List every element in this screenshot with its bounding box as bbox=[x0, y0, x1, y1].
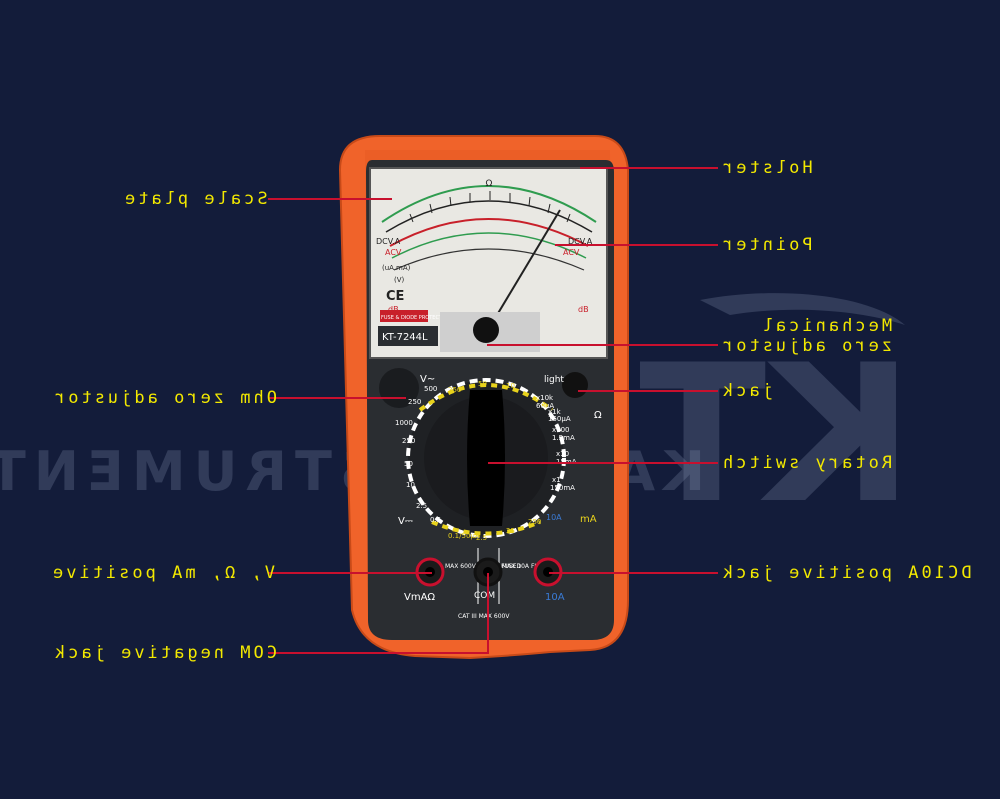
dial-top-range-1: 50 bbox=[478, 380, 487, 388]
callout-rotary-switch: Rotary switch bbox=[720, 453, 893, 473]
acv-label-right: ACV bbox=[563, 248, 580, 257]
callout-dc10a-jack: DC10A positive jack bbox=[720, 563, 972, 583]
dial-ohm-label: Ω bbox=[594, 410, 602, 421]
dial-ohm-range-2: x100 bbox=[552, 426, 570, 434]
dial-top-ranges: 250 50 10 bbox=[448, 380, 515, 394]
watermark-logo-text: KT bbox=[640, 324, 910, 520]
jack-left-label: VmAΩ bbox=[404, 592, 435, 603]
lv-label: (V) bbox=[394, 276, 405, 284]
callout-mechanical-zero: Mechanical zero adjustor bbox=[720, 316, 893, 356]
dial-left-range-5: 10 bbox=[406, 481, 415, 489]
dial-top-range-0: 250 bbox=[448, 386, 461, 394]
dial-left-range-7: 0.5 bbox=[430, 516, 441, 524]
dial-left-range-0: 250 bbox=[408, 398, 421, 406]
dial-left-range-4: 50 bbox=[404, 460, 413, 468]
dial-ohm-sub-1: 150μA bbox=[548, 415, 571, 423]
dial-vdc-label: V⎓ bbox=[398, 516, 413, 527]
callout-lines bbox=[268, 167, 718, 654]
light-label: light bbox=[544, 375, 564, 385]
ma-label: (uA.mA) bbox=[382, 264, 411, 272]
db-label-left: dB bbox=[388, 305, 399, 314]
callout-scale-plate: Scale plate bbox=[122, 189, 268, 209]
dial-top-range-2: 10 bbox=[506, 382, 515, 390]
watermark-logo: KT bbox=[640, 293, 910, 520]
jack-right-label: 10A bbox=[545, 592, 565, 603]
dial-left-range-1: 500 bbox=[424, 385, 437, 393]
light-jack bbox=[562, 372, 588, 398]
dial-bottom-range-1: 2.5 bbox=[476, 534, 487, 542]
dial-ohm-range-1: x1k bbox=[548, 408, 562, 416]
callout-holster: Holster bbox=[720, 158, 813, 178]
jack-com-label: COM bbox=[474, 591, 495, 601]
dial-bottom-range-2: 25 bbox=[506, 527, 515, 535]
dial-ohm-range-3: x10 bbox=[556, 450, 569, 458]
dcv-label-right: DCV.A bbox=[568, 237, 593, 246]
line-com-jack bbox=[268, 573, 489, 654]
dial-left-range-3: 250 bbox=[402, 437, 415, 445]
dial-10a-label: 10A bbox=[546, 513, 562, 522]
ce-mark: CE bbox=[386, 289, 404, 304]
fuse-badge: FUSE & DIODE PROTECTION bbox=[381, 315, 451, 321]
dial-ohm-range-4: x1 bbox=[552, 476, 561, 484]
db-label-right: dB bbox=[578, 305, 589, 314]
mechanical-zero-knob bbox=[473, 317, 499, 343]
dial-left-range-2: 1000 bbox=[395, 419, 413, 427]
pointer-needle bbox=[487, 209, 561, 331]
callout-pointer: Pointer bbox=[720, 235, 813, 255]
callout-ohm-zero: Ohm zero adjustor bbox=[52, 388, 277, 408]
dial-bottom-range-3: 250 bbox=[528, 518, 541, 526]
dial-ohm-range-0: x10k bbox=[536, 394, 554, 402]
dial-vac-label: V~ bbox=[420, 374, 435, 385]
dial-left-range-6: 2.5 bbox=[416, 502, 427, 510]
rotary-switch-knob bbox=[467, 390, 505, 526]
callout-com-jack: COM negative jack bbox=[52, 643, 277, 663]
ohm-scale-label: Ω bbox=[486, 179, 493, 189]
dial-ohm-sub-2: 1.5mA bbox=[552, 434, 575, 442]
dcv-label-left: DCV.A bbox=[376, 237, 401, 246]
dial-ma-label: mA bbox=[580, 514, 597, 525]
callout-positive-jack: V, Ω, mA positive bbox=[50, 563, 275, 583]
dial-ohm-sub-0: 60μA bbox=[536, 402, 554, 410]
dial-ohm-sub-4: 150mA bbox=[550, 484, 575, 492]
acv-label-left: ACV bbox=[385, 248, 402, 257]
dial-bottom-range-0: 0.1/50μA bbox=[448, 532, 480, 540]
cat-label: CAT III MAX 600V bbox=[458, 613, 510, 620]
model-label: KT-7244L bbox=[382, 332, 428, 343]
right-warning: MAX 10A FUSED bbox=[502, 563, 551, 570]
callout-light-jack: jack bbox=[720, 381, 773, 401]
